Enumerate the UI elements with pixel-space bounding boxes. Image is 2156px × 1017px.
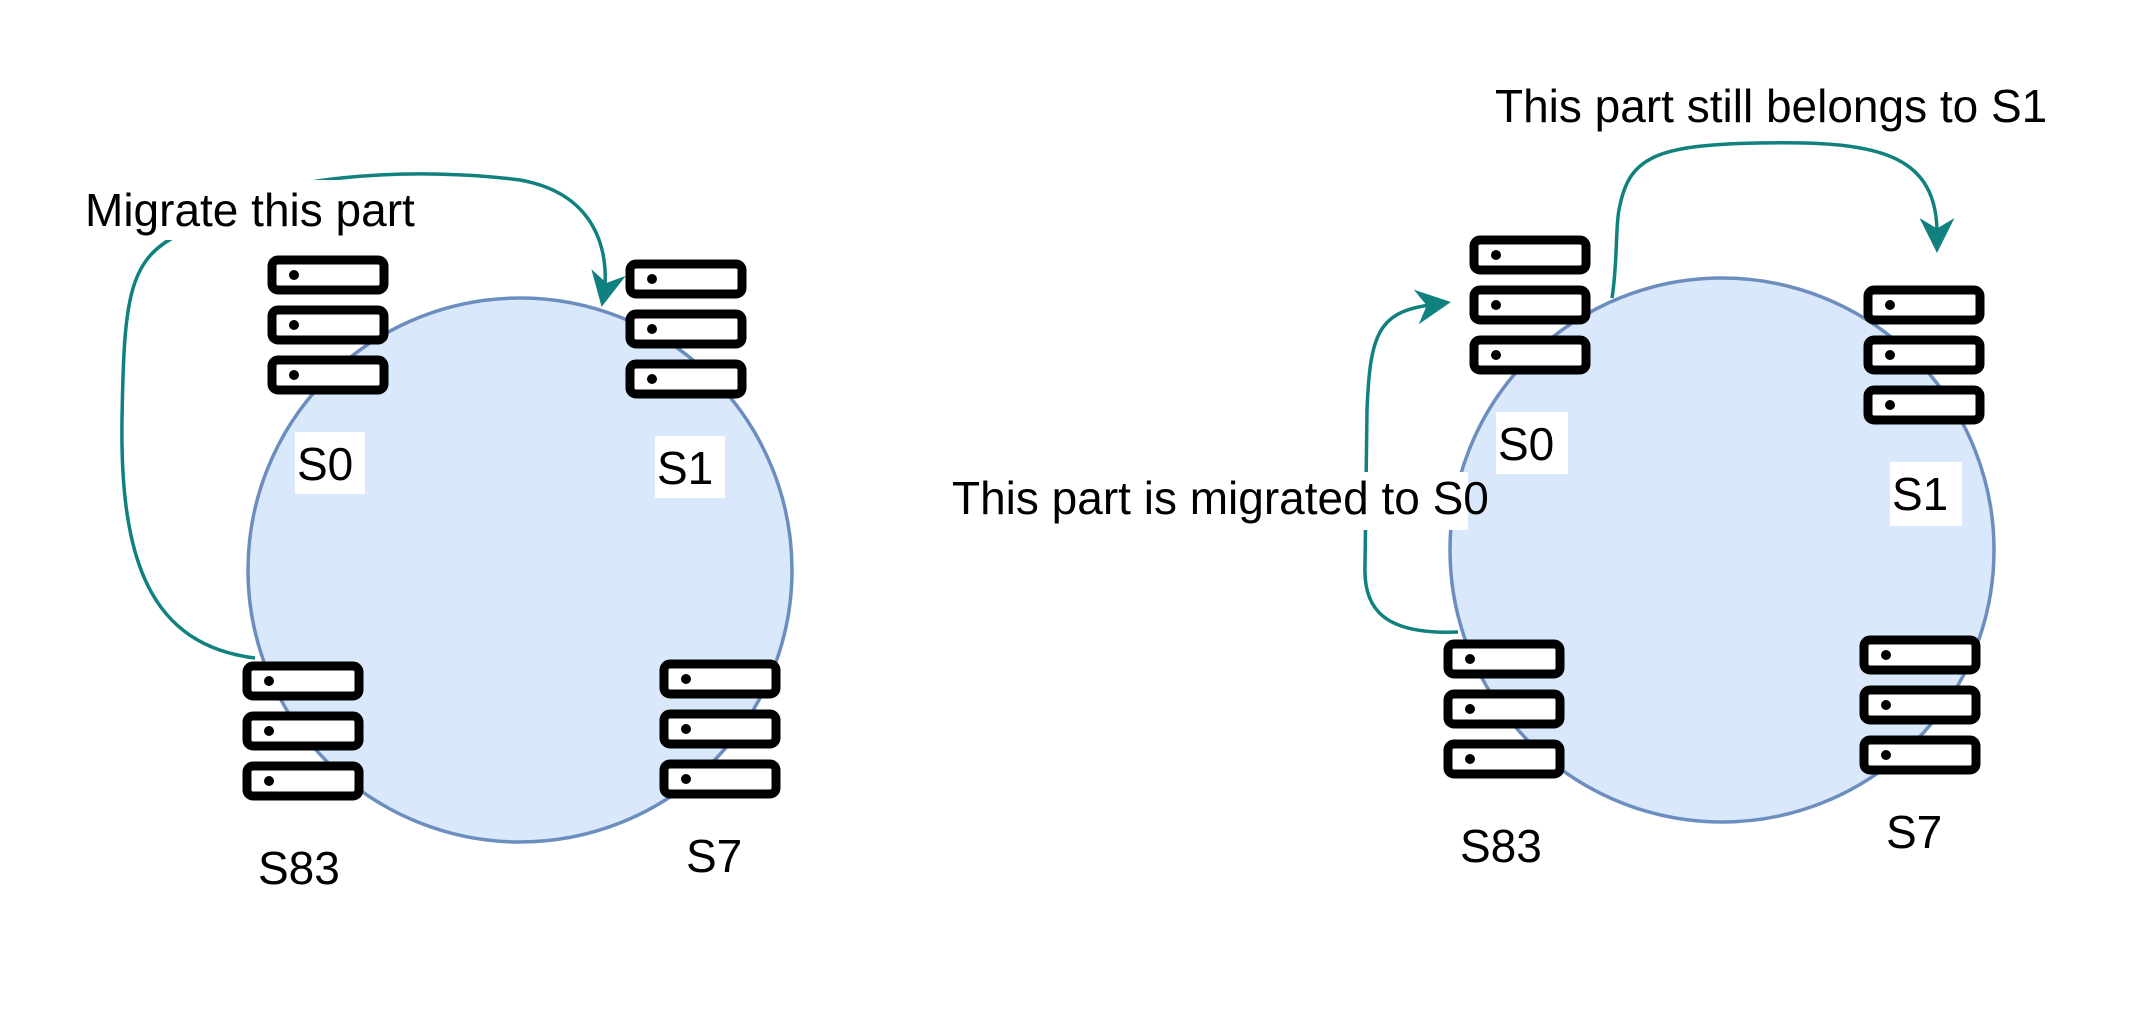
right-diagram: This part still belongs to S1 This part … (948, 78, 2047, 872)
server-rack-icon (272, 260, 384, 390)
right-server-label-s1: S1 (1892, 468, 1948, 520)
server-rack-icon (664, 664, 776, 794)
right-hash-ring (1448, 276, 1996, 824)
left-hash-ring (246, 296, 794, 844)
server-rack-icon (630, 264, 742, 394)
left-server-label-s7: S7 (686, 830, 742, 882)
server-rack-icon (1864, 640, 1976, 770)
right-server-s1: S1 (1868, 290, 1980, 526)
left-diagram: Migrate this part S0 S1 S83 S7 (80, 172, 794, 894)
right-server-label-s83: S83 (1460, 820, 1542, 872)
right-server-s7: S7 (1864, 640, 1976, 858)
left-server-s83: S83 (247, 666, 359, 894)
left-server-label-s1: S1 (657, 442, 713, 494)
left-server-label-s0: S0 (297, 438, 353, 490)
server-rack-icon (1474, 240, 1586, 370)
server-rack-icon (247, 666, 359, 796)
left-annotation: Migrate this part (85, 184, 415, 236)
server-rack-icon (1868, 290, 1980, 420)
right-left-arrow (1363, 289, 1459, 634)
left-server-s1: S1 (630, 264, 742, 498)
right-annotation-left: This part is migrated to S0 (952, 472, 1489, 524)
right-server-s0: S0 (1474, 240, 1586, 474)
left-server-s7: S7 (664, 664, 776, 882)
right-server-s83: S83 (1448, 644, 1560, 872)
right-server-label-s0: S0 (1498, 418, 1554, 470)
left-server-s0: S0 (272, 260, 384, 494)
left-server-label-s83: S83 (258, 842, 340, 894)
right-annotation-top: This part still belongs to S1 (1495, 80, 2047, 132)
right-server-label-s7: S7 (1886, 806, 1942, 858)
right-top-arrow (1610, 141, 1955, 299)
server-rack-icon (1448, 644, 1560, 774)
